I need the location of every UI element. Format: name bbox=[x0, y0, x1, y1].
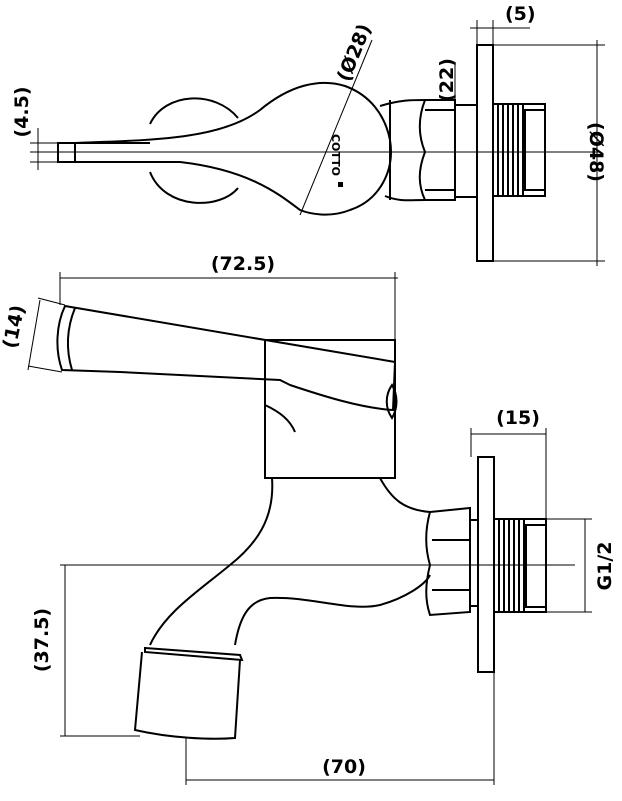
hex-nut bbox=[418, 99, 456, 201]
aerator-ring bbox=[144, 646, 244, 662]
dim-lever-thickness: (4.5) bbox=[11, 86, 33, 137]
spout-outer bbox=[149, 477, 274, 646]
flange bbox=[476, 44, 494, 262]
handle-body bbox=[74, 81, 392, 216]
body-bottom-curve bbox=[384, 195, 426, 202]
brand-logo: COTTO bbox=[329, 134, 342, 176]
side-thread-end bbox=[525, 524, 547, 608]
thread-lines bbox=[497, 104, 524, 196]
top-view: COTTO (5) (22) (Ø28) (4.5) (Ø48) bbox=[11, 3, 607, 266]
aerator-body bbox=[133, 651, 241, 740]
logo-mark bbox=[338, 182, 343, 187]
dim-14-ext-bottom bbox=[27, 365, 63, 373]
lever-end-curve bbox=[66, 307, 76, 371]
dim-flange-thickness: (5) bbox=[505, 3, 536, 25]
dim-handle-diameter: (Ø28) bbox=[333, 21, 376, 85]
shank bbox=[454, 104, 478, 198]
lever-handle bbox=[56, 304, 397, 412]
body-block bbox=[264, 339, 396, 479]
dim-14-line bbox=[27, 299, 41, 371]
side-hex-nut bbox=[425, 506, 471, 617]
body-top-curve bbox=[379, 99, 426, 107]
dim-thread-size: G1/2 bbox=[594, 542, 616, 591]
dim-outlet-height: (37.5) bbox=[31, 608, 53, 672]
dim-lever-end-height: (14) bbox=[0, 303, 29, 350]
handle-disc-bottom bbox=[149, 171, 239, 204]
dim-overall-length: (72.5) bbox=[211, 253, 275, 275]
side-shank bbox=[469, 519, 479, 607]
dim-28-leader bbox=[299, 39, 373, 216]
body-to-nut bbox=[379, 477, 431, 513]
dim-14-ext-top bbox=[37, 297, 66, 306]
dim-flange-diameter: (Ø48) bbox=[585, 122, 607, 182]
dim-nut-width: (22) bbox=[436, 58, 458, 102]
body-inner-curve bbox=[264, 404, 296, 433]
handle-disc-top bbox=[149, 97, 239, 125]
side-view: (72.5) (14) bbox=[0, 253, 616, 785]
dim-thread-length: (15) bbox=[496, 407, 540, 429]
thread-end bbox=[524, 109, 546, 191]
dim-projection: (70) bbox=[322, 756, 366, 778]
spout-inner bbox=[234, 574, 431, 646]
